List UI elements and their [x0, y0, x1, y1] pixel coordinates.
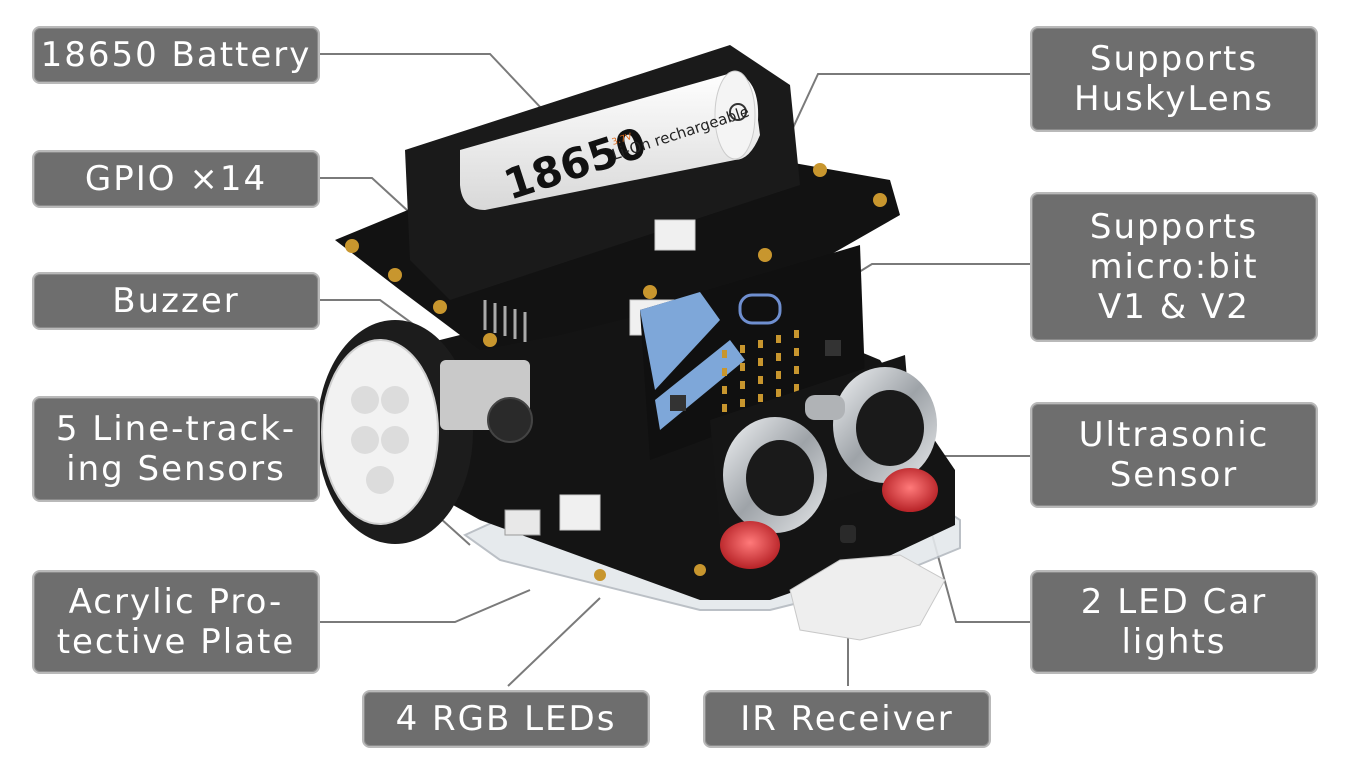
white-connector-bottom: [559, 494, 601, 531]
gpio-pins: [483, 300, 527, 342]
label-huskylens: Supports HuskyLens: [1030, 26, 1318, 132]
label-car-lights: 2 LED Car lights: [1030, 570, 1318, 674]
mounting-holes: [345, 163, 887, 581]
microbit-button-a: [670, 395, 686, 411]
leader-acrylic: [320, 589, 531, 623]
left-wheel: [317, 320, 473, 544]
label-battery: 18650 Battery: [32, 26, 320, 84]
microbit-button-b: [825, 340, 841, 356]
label-acrylic: Acrylic Pro- tective Plate: [32, 570, 320, 674]
ir-receiver-component: [840, 525, 856, 543]
led-car-light-left: [720, 521, 780, 569]
led-matrix: [722, 330, 799, 412]
microbit-board: [640, 245, 865, 460]
front-caster: [789, 554, 946, 641]
ultrasonic-sensor: [710, 355, 937, 535]
leader-rgb: [507, 597, 601, 687]
label-rgb-leds: 4 RGB LEDs: [362, 690, 650, 748]
label-ir-receiver: IR Receiver: [703, 690, 991, 748]
label-buzzer: Buzzer: [32, 272, 320, 330]
white-connector-top: [654, 219, 696, 251]
buzzer-component: [487, 397, 533, 443]
leader-battery: [320, 53, 561, 129]
label-gpio: GPIO ×14: [32, 150, 320, 208]
led-car-light-right: [882, 468, 938, 512]
power-switch: [504, 509, 541, 536]
label-line-tracking: 5 Line-track- ing Sensors: [32, 396, 320, 502]
label-ultrasonic: Ultrasonic Sensor: [1030, 402, 1318, 508]
label-microbit: Supports micro:bit V1 & V2: [1030, 192, 1318, 342]
